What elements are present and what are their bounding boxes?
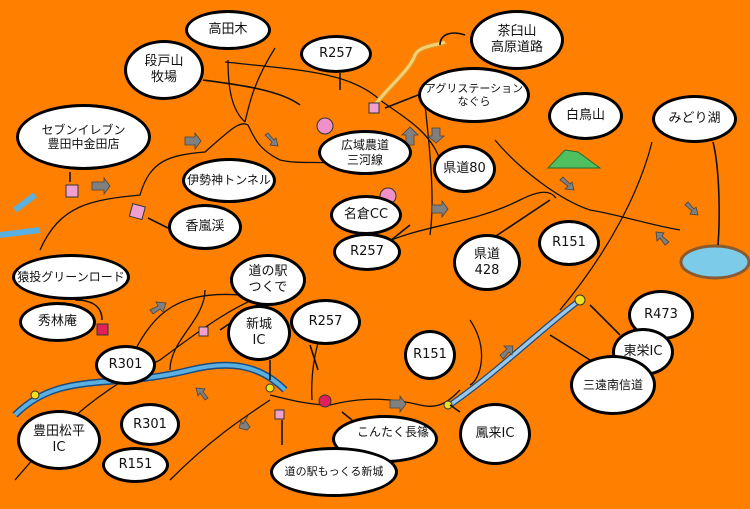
road-428	[379, 191, 557, 246]
expressways	[0, 39, 582, 418]
label-r151-south[interactable]: R151	[404, 330, 456, 380]
arrow-icon	[426, 127, 446, 144]
arrow-icon	[91, 176, 111, 196]
road-r257-north	[224, 61, 441, 161]
label-r257-south[interactable]: R257	[290, 299, 361, 345]
arrow-icon	[684, 201, 699, 216]
arrow-icon	[184, 131, 202, 151]
label-dantosan-farm[interactable]: 段戸山 牧場	[124, 40, 204, 100]
arrow-icon	[238, 415, 251, 431]
poi-agri-nagura	[368, 102, 380, 114]
midori-lake	[679, 244, 750, 280]
label-toyota-matsudaira-ic[interactable]: 豊田松平 IC	[17, 410, 101, 470]
river-toyokawa-fill	[13, 363, 287, 417]
label-chausuyama-road[interactable]: 茶臼山 高原道路	[470, 10, 564, 70]
expressway-west	[0, 192, 41, 238]
mountain-icon	[546, 149, 602, 169]
label-kendo-428[interactable]: 県道 428	[453, 234, 521, 291]
ic-touei	[574, 294, 586, 306]
poi-mokkuru	[274, 409, 285, 420]
poi-hiroiki	[316, 117, 334, 135]
poi-markers	[30, 102, 586, 420]
poi-kourankei	[128, 203, 146, 221]
label-nagura-cc[interactable]: 名倉CC	[330, 195, 402, 235]
road-danto	[227, 59, 246, 123]
ic-shinshiro	[265, 383, 275, 393]
road-east	[494, 139, 681, 231]
road-tsukude	[169, 289, 206, 371]
label-agri-station-nagura[interactable]: アグリステーション なぐら	[418, 67, 530, 123]
arrow-icon	[499, 345, 514, 360]
poi-shurinan	[96, 323, 109, 336]
road-takadaki	[244, 47, 276, 123]
road-houraiic	[469, 319, 483, 386]
label-kouiki-nodo[interactable]: 広域農道 三河線	[318, 130, 412, 175]
arrow-icon	[264, 132, 279, 147]
road-r420	[39, 123, 351, 251]
label-r257-north[interactable]: R257	[300, 35, 372, 73]
lake-icon	[679, 244, 750, 280]
label-michinoeki-tsukude[interactable]: 道の駅 つくで	[230, 254, 306, 306]
label-kendo-80[interactable]: 県道80	[433, 145, 496, 193]
label-seven-eleven[interactable]: セブンイレブン 豊田中金田店	[16, 104, 151, 170]
arrow-icon	[195, 387, 209, 401]
label-michinoeki-mokkuru[interactable]: 道の駅もっくる新城	[270, 447, 398, 497]
label-shurinan[interactable]: 秀林庵	[19, 302, 96, 342]
label-r257-mid[interactable]: R257	[333, 233, 401, 271]
mountain-hakucho	[546, 149, 602, 169]
label-r301-upper[interactable]: R301	[95, 345, 156, 385]
road-midori	[559, 141, 653, 311]
road-kenko80	[424, 104, 433, 236]
label-sanen-nanshin-road[interactable]: 三遠南信道	[570, 355, 656, 415]
label-hourai-ic[interactable]: 鳳来IC	[459, 403, 531, 465]
direction-arrows	[91, 126, 699, 431]
ic-toyota-matsudaira	[30, 390, 40, 400]
poi-tsukude	[198, 326, 209, 337]
roads	[14, 47, 681, 481]
label-shinshiro-ic[interactable]: 新城 IC	[227, 305, 291, 361]
sanen-nanshin-road-fill	[448, 298, 582, 407]
arrow-icon	[431, 199, 449, 219]
label-midori-lake[interactable]: みどり湖	[652, 95, 737, 143]
label-r151-bottom[interactable]: R151	[102, 447, 169, 483]
label-r151-east[interactable]: R151	[538, 220, 600, 266]
road-shinshiro	[269, 389, 461, 407]
chausu-road-fill	[373, 40, 446, 106]
label-sanage-green-road[interactable]: 猿投グリーンロード	[12, 254, 130, 300]
label-kourankei[interactable]: 香嵐渓	[168, 204, 242, 250]
arrow-icon	[655, 231, 670, 246]
poi-kontaku	[318, 394, 332, 408]
label-iseigami-tunnel[interactable]: 伊勢神トンネル	[182, 158, 276, 203]
arrow-icon	[389, 394, 407, 414]
ic-hourai	[443, 400, 453, 410]
arrow-icon	[559, 176, 575, 191]
arrow-icon	[149, 301, 167, 315]
label-hakuchosan[interactable]: 白鳥山	[548, 92, 623, 140]
road-r151-south	[169, 399, 271, 481]
poi-seven-eleven	[65, 184, 79, 198]
label-takadaki[interactable]: 高田木	[185, 10, 271, 50]
label-r301-lower[interactable]: R301	[120, 403, 180, 446]
